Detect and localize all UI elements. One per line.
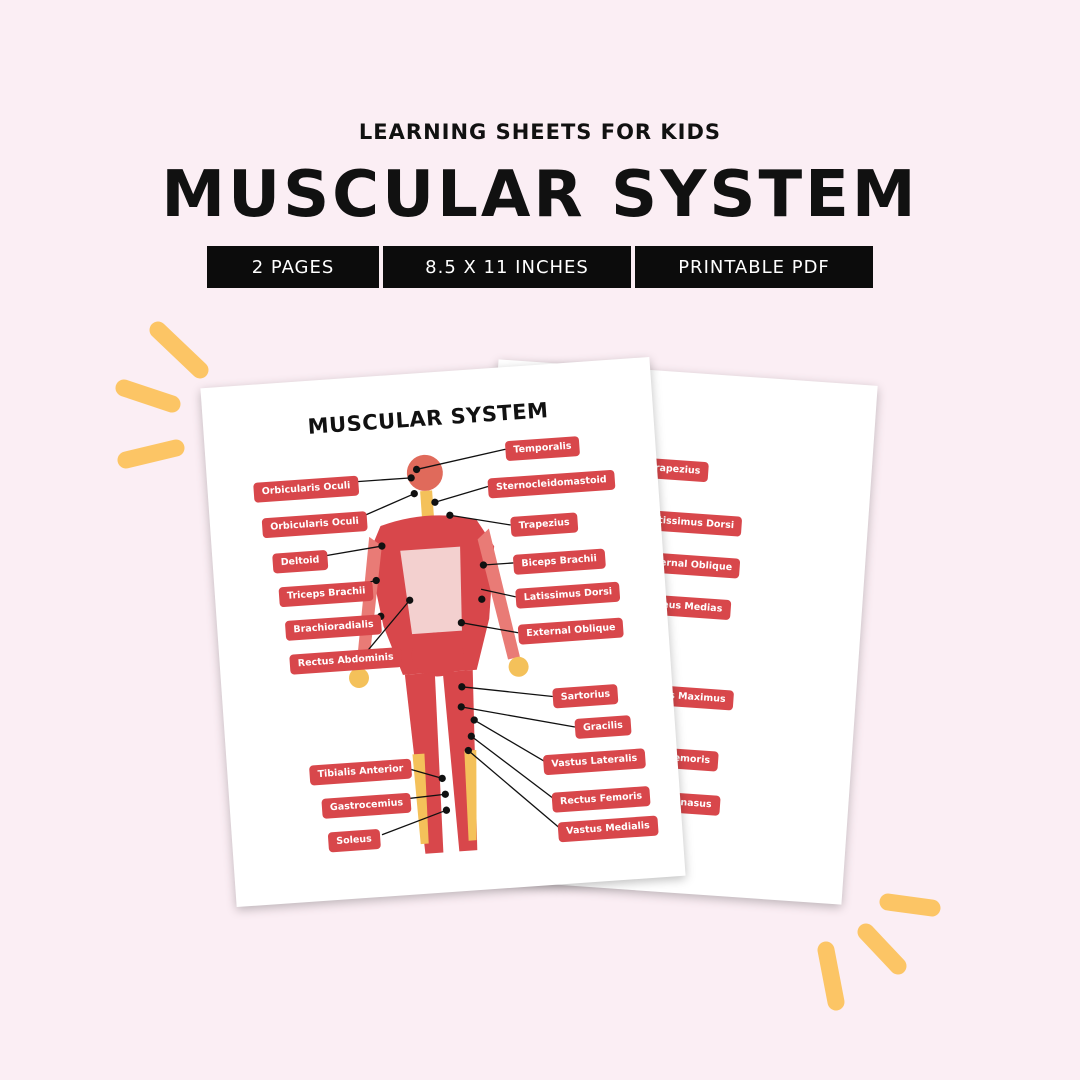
front-body-figure <box>322 448 576 854</box>
subtitle: LEARNING SHEETS FOR KIDS <box>358 120 722 144</box>
front-sheet: MUSCULAR SYSTEM <box>200 356 686 908</box>
badge-format: PRINTABLE PDF <box>635 246 873 288</box>
spark-top-left-icon <box>115 321 209 469</box>
badge-row: 2 PAGES 8.5 X 11 INCHES PRINTABLE PDF <box>207 246 873 288</box>
spark-bottom-right-icon <box>817 893 941 1011</box>
front-label-gracilis: Gracilis <box>574 715 632 739</box>
badge-pages: 2 PAGES <box>207 246 379 288</box>
main-title: MUSCULAR SYSTEM <box>161 158 919 232</box>
front-label-soleus: Soleus <box>327 828 381 853</box>
badge-size: 8.5 X 11 INCHES <box>383 246 631 288</box>
front-label-deltoid: Deltoid <box>272 549 329 574</box>
